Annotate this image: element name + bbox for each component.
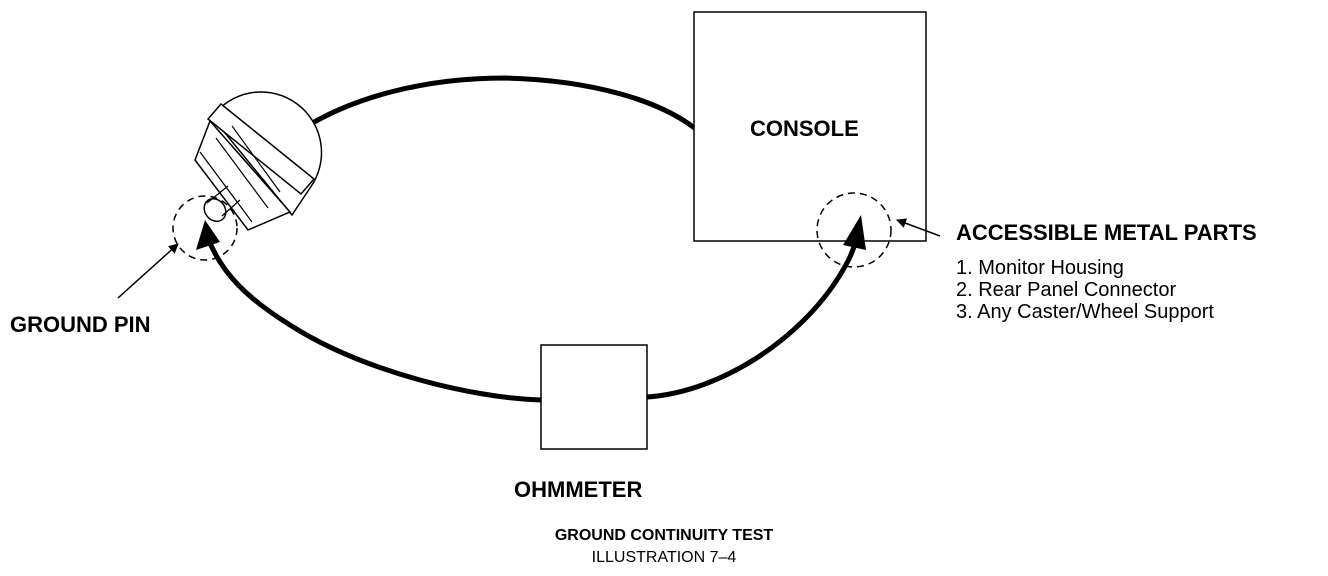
list-item: 3. Any Caster/Wheel Support [956,301,1214,323]
metal-parts-list: 1. Monitor Housing 2. Rear Panel Connect… [956,257,1214,323]
accessible-metal-parts-label: ACCESSIBLE METAL PARTS [956,220,1257,245]
caption-subtitle: ILLUSTRATION 7–4 [591,549,737,566]
ohmmeter-lead-left [205,235,544,403]
power-cord [289,75,700,139]
list-item: 1. Monitor Housing [956,257,1124,279]
metal-parts-callout-line [896,218,941,237]
list-item: 2. Rear Panel Connector [956,279,1177,301]
ohmmeter-label: OHMMETER [514,477,643,502]
arrow-icon [843,215,866,250]
arrow-icon [196,220,220,250]
ground-pin-callout-line [117,243,179,299]
power-plug-icon [194,91,323,231]
metal-part-highlight [816,192,892,268]
ohmmeter-box [540,344,648,450]
ground-pin-highlight [172,195,238,261]
ground-pin-label: GROUND PIN [10,312,151,337]
ohmmeter-lead-right [644,237,859,400]
console-label: CONSOLE [750,116,859,141]
console-box [693,11,927,242]
caption-title: GROUND CONTINUITY TEST [554,527,774,544]
